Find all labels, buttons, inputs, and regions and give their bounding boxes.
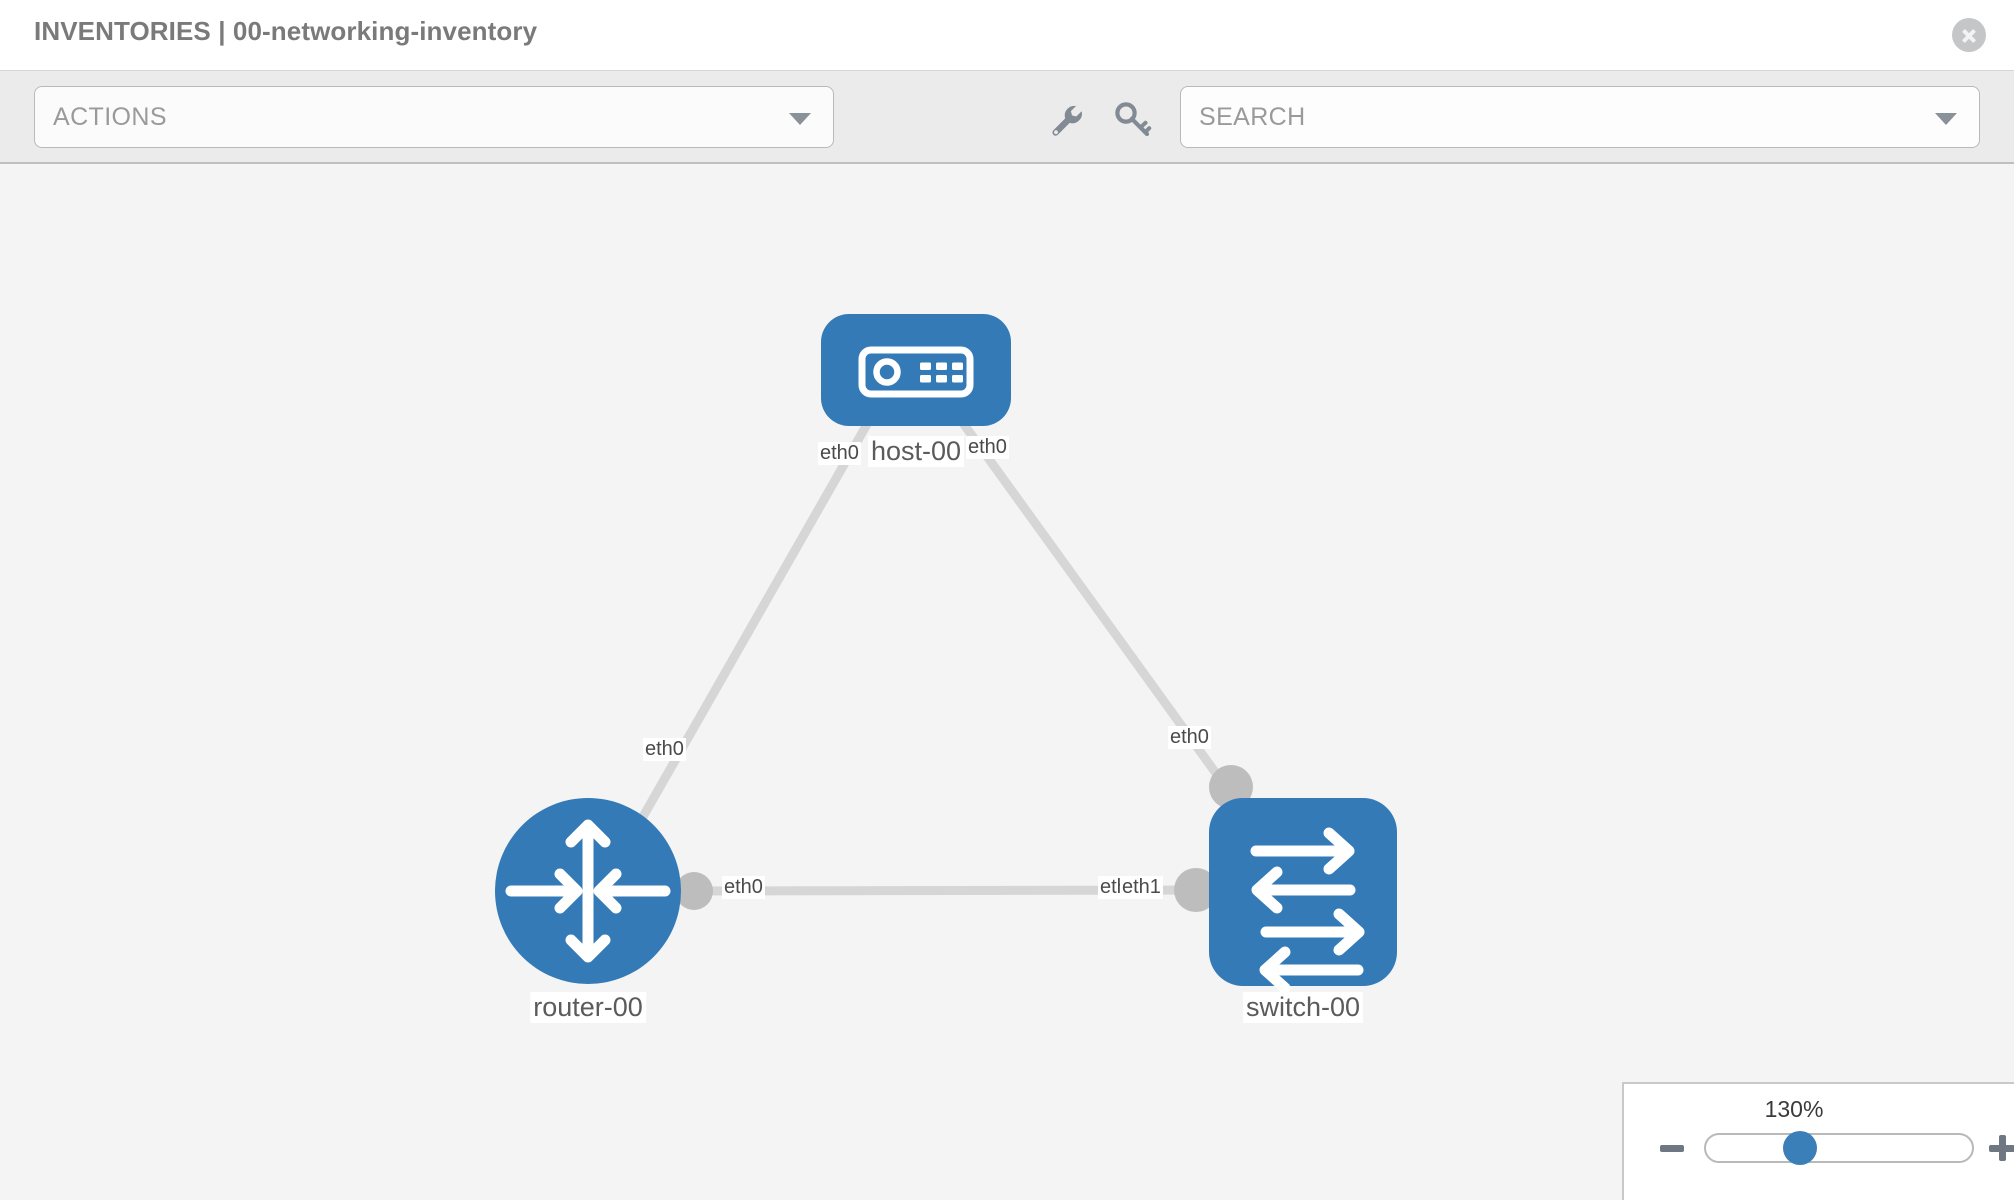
node-label-switch-00: switch-00: [1242, 992, 1364, 1023]
chevron-down-icon[interactable]: [1935, 113, 1957, 125]
zoom-control-panel: 130%: [1622, 1082, 2014, 1200]
node-label-host-00: host-00: [867, 436, 965, 467]
node-router-00: [495, 798, 681, 984]
key-icon[interactable]: [1112, 99, 1152, 139]
topology-graph: [495, 314, 1397, 994]
search-input[interactable]: SEARCH: [1180, 86, 1980, 148]
node-switch-00: [1209, 798, 1397, 994]
node-host-00: [821, 314, 1011, 426]
page-title: INVENTORIES | 00-networking-inventory: [34, 16, 538, 46]
iface-label: eth0: [1168, 726, 1211, 749]
port-stub: [1209, 765, 1253, 809]
zoom-slider-track[interactable]: [1704, 1133, 1974, 1163]
iface-label: eth0: [643, 738, 686, 761]
port-stub: [675, 872, 713, 910]
page-header: INVENTORIES | 00-networking-inventory: [0, 0, 2014, 70]
server-icon: [858, 346, 974, 398]
iface-label: eth0: [966, 436, 1009, 459]
iface-label: eth0: [818, 442, 861, 465]
zoom-level-value: 130%: [1764, 1096, 1824, 1122]
toolbar: ACTIONS SEARCH: [0, 70, 2014, 164]
close-icon[interactable]: [1952, 18, 1986, 52]
zoom-in-button[interactable]: [1989, 1135, 2014, 1161]
topology-canvas[interactable]: eth0 eth0 eth0 eth0 eth0 eth0 eth1 host-…: [0, 164, 2014, 1200]
search-placeholder: SEARCH: [1199, 103, 1306, 131]
topology-links: [612, 416, 1232, 896]
link-host-router: [612, 416, 874, 867]
router-arrows-icon: [505, 819, 671, 963]
actions-dropdown-label: ACTIONS: [53, 103, 167, 131]
iface-label: eth0: [722, 876, 765, 899]
chevron-down-icon: [789, 113, 811, 125]
switch-arrows-icon: [1250, 827, 1365, 994]
port-stub: [1174, 868, 1218, 912]
iface-label: eth1: [1120, 876, 1163, 899]
zoom-slider-thumb[interactable]: [1783, 1131, 1817, 1165]
node-label-router-00: router-00: [530, 992, 646, 1023]
actions-dropdown[interactable]: ACTIONS: [34, 86, 834, 148]
zoom-out-button[interactable]: [1660, 1145, 1684, 1152]
wrench-icon[interactable]: [1046, 99, 1086, 139]
